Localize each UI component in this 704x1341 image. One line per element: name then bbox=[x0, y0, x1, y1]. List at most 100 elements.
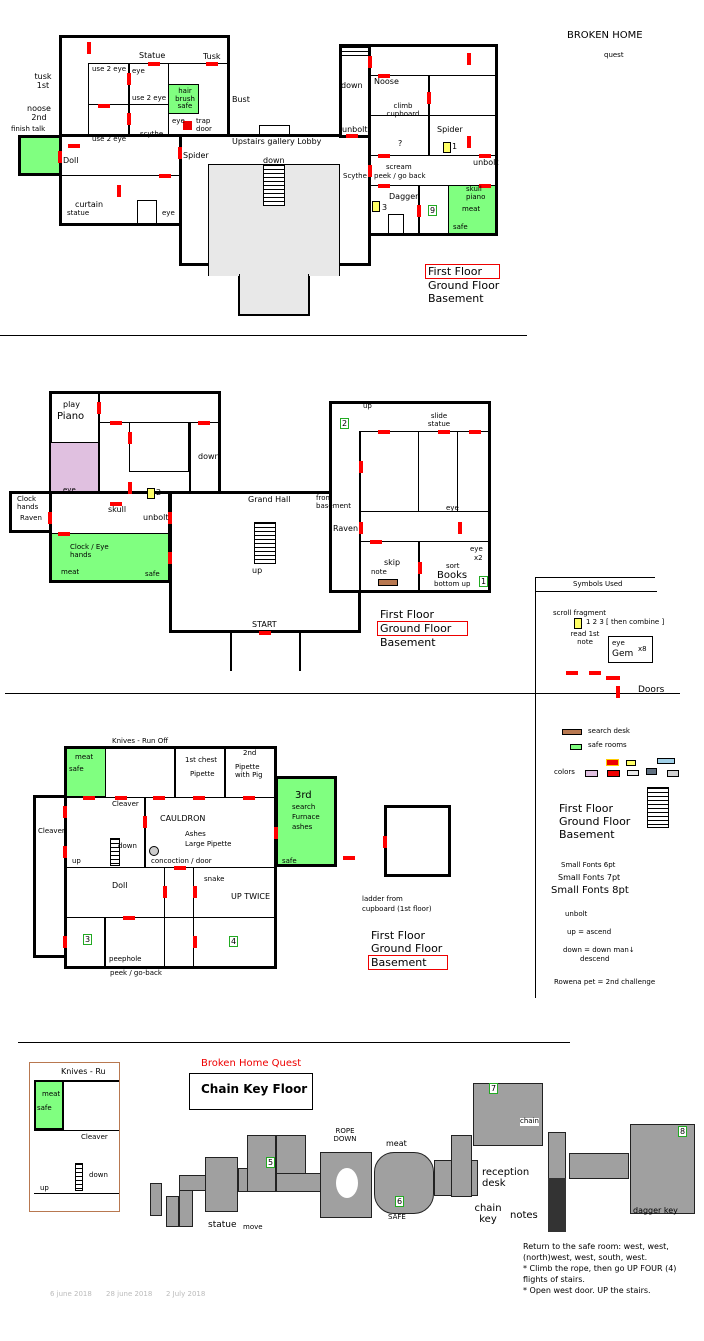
legend-label: Gem bbox=[612, 649, 634, 659]
label: tusk 1st bbox=[34, 72, 52, 90]
label: safe bbox=[37, 1104, 52, 1112]
page-subtitle: quest bbox=[604, 51, 624, 59]
floor-link-first[interactable]: First Floor bbox=[371, 929, 426, 942]
label: Clock hands bbox=[17, 495, 39, 511]
label: ? bbox=[398, 139, 403, 148]
label: concoction / door bbox=[151, 857, 212, 865]
label: statue bbox=[67, 209, 90, 217]
label: peek / go back bbox=[374, 172, 426, 180]
legend-label: First Floor bbox=[559, 802, 614, 815]
label: unbolt bbox=[473, 158, 499, 167]
label: Pipette with Pig bbox=[235, 763, 263, 779]
floor-link-ground[interactable]: Ground Floor bbox=[377, 621, 468, 636]
label: Spider bbox=[437, 125, 463, 134]
label: noose 2nd bbox=[27, 104, 51, 122]
floor-nav: First Floor Ground Floor Basement bbox=[377, 608, 468, 649]
label: search bbox=[292, 803, 316, 811]
label: safe bbox=[453, 223, 468, 231]
label: 1st chest bbox=[185, 756, 218, 764]
legend-label: read 1st note bbox=[570, 630, 600, 646]
label: 1 bbox=[452, 142, 458, 151]
label: up bbox=[363, 402, 372, 410]
note-line: * Climb the rope, then go UP FOUR (4) fl… bbox=[523, 1264, 677, 1284]
label: Pipette bbox=[190, 770, 215, 778]
label: Noose bbox=[374, 77, 399, 86]
label: unbolt bbox=[143, 513, 169, 522]
label: Doll bbox=[63, 156, 79, 165]
label: Raven bbox=[333, 524, 359, 533]
legend-label: up = ascend bbox=[567, 928, 612, 936]
date-label: 6 june 2018 bbox=[50, 1290, 92, 1298]
label: down bbox=[341, 81, 363, 90]
label: skip bbox=[384, 558, 401, 567]
legend-label: Small Fonts 8pt bbox=[551, 885, 629, 896]
label: meat bbox=[75, 753, 94, 761]
label: 3rd bbox=[295, 790, 312, 801]
page-title: BROKEN HOME bbox=[567, 30, 643, 41]
label: meat bbox=[42, 1090, 61, 1098]
divider bbox=[18, 1042, 570, 1043]
label: statue bbox=[208, 1220, 237, 1230]
floor-link-first[interactable]: First Floor bbox=[380, 608, 435, 621]
label: Raven bbox=[20, 514, 42, 522]
legend-label: Rowena pet = 2nd challenge bbox=[554, 978, 656, 986]
divider bbox=[5, 693, 680, 694]
label: Spider bbox=[183, 151, 209, 160]
label: climb cupboard bbox=[386, 102, 420, 118]
label: play bbox=[63, 400, 80, 409]
label: piano bbox=[466, 193, 486, 201]
date-label: 28 june 2018 bbox=[106, 1290, 153, 1298]
label: down bbox=[118, 842, 137, 850]
label: Cleaver bbox=[112, 800, 139, 808]
eye-label: eye bbox=[172, 117, 185, 125]
label: Clock / Eye hands bbox=[70, 543, 109, 559]
legend-label: colors bbox=[554, 768, 575, 776]
label: Knives - Run Off bbox=[112, 737, 169, 745]
eye-label: eye bbox=[470, 545, 483, 553]
legend-title: Symbols Used bbox=[573, 580, 623, 588]
floor-title: Chain Key Floor bbox=[201, 1082, 308, 1096]
label: down bbox=[89, 1171, 108, 1179]
floor-link-ground[interactable]: Ground Floor bbox=[371, 942, 443, 955]
label: ROPE DOWN bbox=[333, 1127, 357, 1143]
floor-link-ground[interactable]: Ground Floor bbox=[428, 279, 500, 292]
label: skull bbox=[466, 185, 482, 193]
label: UP TWICE bbox=[231, 892, 271, 901]
floor-link-basement[interactable]: Basement bbox=[428, 292, 484, 305]
label: 8 bbox=[678, 1126, 688, 1137]
label: down bbox=[198, 452, 220, 461]
label: peek / go-back bbox=[110, 969, 162, 977]
label: trap door bbox=[196, 117, 212, 133]
label: Bust bbox=[232, 95, 250, 104]
label: bottom up bbox=[434, 580, 471, 588]
label: Books bbox=[437, 570, 468, 581]
label: note bbox=[371, 568, 387, 576]
directions-notes: Return to the safe room: west, west, (no… bbox=[523, 1241, 693, 1296]
floor-link-first[interactable]: First Floor bbox=[425, 264, 500, 279]
label: x2 bbox=[474, 554, 483, 562]
label: Doll bbox=[112, 881, 128, 890]
floor-link-basement[interactable]: Basement bbox=[368, 955, 448, 970]
label: slide statue bbox=[427, 412, 451, 428]
label: meat bbox=[61, 568, 80, 576]
eye-label: eye bbox=[162, 209, 175, 217]
floor-link-basement[interactable]: Basement bbox=[380, 636, 436, 649]
label: cupboard (1st floor) bbox=[362, 905, 432, 913]
legend-label: x8 bbox=[638, 645, 647, 653]
legend-label: Doors bbox=[638, 685, 665, 695]
label: 2 bbox=[340, 418, 350, 429]
legend-label: unbolt bbox=[565, 910, 588, 918]
label: Scythe bbox=[343, 172, 367, 180]
label: peephole bbox=[109, 955, 142, 963]
label: ladder from bbox=[362, 895, 403, 903]
label: safe bbox=[145, 570, 160, 578]
label: 7 bbox=[489, 1083, 499, 1094]
label: use 2 eye bbox=[92, 135, 127, 143]
label: Dagger bbox=[389, 192, 419, 201]
label: up bbox=[72, 857, 81, 865]
label: safe bbox=[282, 857, 297, 865]
label: notes bbox=[510, 1210, 538, 1221]
legend-label: Small Fonts 6pt bbox=[561, 861, 616, 869]
label: Ashes bbox=[185, 830, 206, 838]
label: Piano bbox=[57, 411, 85, 422]
